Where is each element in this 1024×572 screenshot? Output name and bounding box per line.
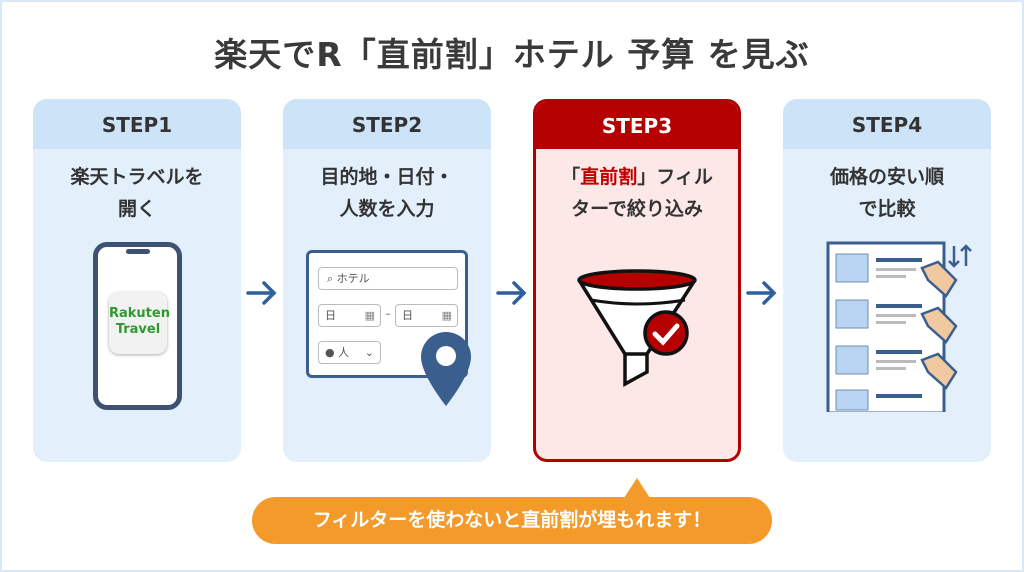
calendar-icon: ▦ [441,309,452,322]
search-input: ⌕ ホテル [318,267,458,290]
step-desc: 人数を入力 [339,198,435,220]
highlight-text: 直前割 [580,166,638,188]
page-title: 楽天でR「直前割」ホテル 予算 を見ぶ [214,35,810,74]
step-label: STEP4 [783,99,991,149]
funnel-check-icon [577,269,697,387]
chevron-down-icon: ⌄ [364,346,374,359]
sort-arrows-icon [948,244,972,268]
step-desc: 開く [117,198,156,220]
list-item [835,253,922,411]
date-from-field: 日▦ [318,304,381,327]
arrow-right-icon [746,281,777,305]
step-label: STEP2 [283,99,491,149]
logo-text: Travel [115,322,161,337]
step-desc: 価格の安い順 [829,166,944,188]
step-desc: 目的地・日付・ [320,166,454,188]
price-tag-icon [920,260,958,390]
price-sorted-list-icon [826,241,972,412]
person-icon: ● [325,346,335,359]
map-pin-icon [421,332,471,406]
arrow-right-icon [496,281,527,305]
step-label: STEP3 [536,102,738,149]
step-label: STEP1 [33,99,241,149]
callout-pointer [624,478,650,498]
calendar-icon: ▦ [364,309,375,322]
step-desc: ターで絞り込み [571,198,703,220]
step-desc: 楽天トラベルを [70,166,204,188]
step-desc: で比較 [858,198,916,220]
warning-callout: フィルターを使わないと直前割が埋もれます！ [252,497,772,544]
date-to-field: 日▦ [395,304,458,327]
logo-text: Rakuten [109,306,170,321]
arrow-right-icon [246,281,277,305]
guests-select: ● 人⌄ [318,341,381,364]
date-separator: – [385,307,391,320]
